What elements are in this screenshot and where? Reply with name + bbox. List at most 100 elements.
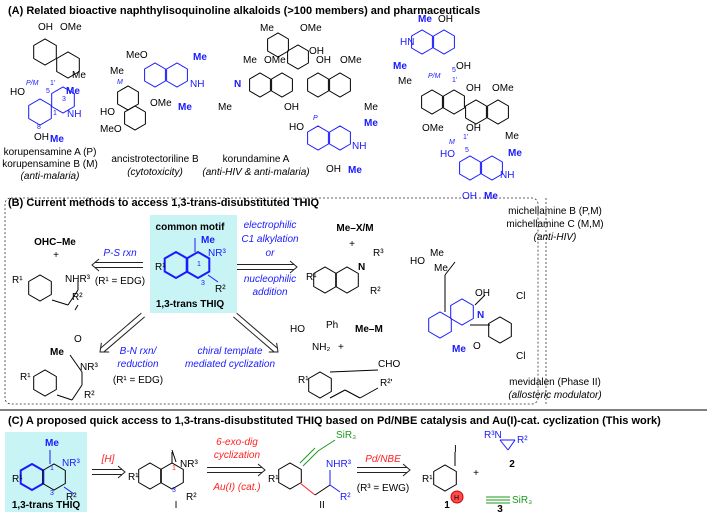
sectionC-intermediate2-atoms-atom-label: SiR₃ [336,430,356,441]
sectionA-ancistrotectoriline-atoms-atom-label: Me [178,102,192,113]
sectionC-title: (C) A proposed quick access to 1,3-trans… [8,415,661,427]
sectionA-korupensamine-atoms-atom-label: 8 [37,124,41,131]
michellamine-naph-b-ring1 [465,99,487,125]
sectionA-mevidalen-atoms-atom-label: HO [410,256,425,267]
michellamine-bottom-thiq-ring [481,155,503,181]
sectionC-sm1-atoms-atom-label: H [454,495,459,502]
sectionA-michellamine-atoms-atom-label: 5 [465,147,469,154]
sectionB-chiral-atoms-atom-label: R²' [380,378,393,389]
cyclization-arrow [207,463,266,477]
sectionA-korupensamine-atoms-atom-label: 1 [53,110,57,117]
sectionA-mevidalen-atoms-atom-label: Me [430,248,444,259]
sectionC-thiq-atoms-atom-label: R¹ [12,474,23,485]
sectionA-mevidalen-name: mevidalen (Phase II) [509,377,601,388]
sectionA-korundamine-activity: (anti-HIV & anti-malaria) [202,167,309,178]
sectionA-korundamine-atoms-atom-label: HO [289,122,304,133]
ps-arrow-head [91,258,100,272]
sectionC-thiq-label: 1,3-trans THIQ [12,500,81,511]
sectionB-chiral-line2: mediated cyclization [185,359,275,370]
sectionA-ancistrotectoriline-activity: (cytotoxicity) [127,167,183,178]
bond [71,384,83,401]
sectionC-step2-line1: 6-exo-dig [216,437,258,448]
sectionB-electrophilic-atoms-atom-label: R² [370,286,381,297]
sectionB-motif-atoms-atom-label: 3 [201,280,205,287]
michellamine-top-thiq-ring [411,29,433,55]
bond [329,369,379,373]
sectionA-michellamine-atoms-atom-label: Me [398,76,412,87]
sectionC-sm2-label: 2 [509,459,515,470]
sectionA-korundamine-atoms-atom-label: NH [352,141,366,152]
sectionA-korupensamine-atoms-atom-label: 5 [46,88,50,95]
sectionB-ps-atoms-atom-label: NHR³ [65,274,91,285]
sectionA-michellamine-atoms-atom-label: OMe [492,83,514,94]
sectionA-korupensamine-name_a: korupensamine A (P) [4,147,97,158]
sectionA-michellamine-atoms-atom-label: OH [456,61,471,72]
bond [507,439,516,451]
sectionB-electrophilic-atoms-atom-label: R³ [373,248,384,259]
bond [329,484,341,493]
sectionB-chiral-atoms-atom-label: NH₂ [312,342,330,353]
sectionC-sm2-atoms-atom-label: R² [517,435,528,446]
sectionC-thiq-atoms-atom-label: Me [45,438,59,449]
reduction-arrow-head [117,465,126,479]
ps-arrow [91,258,143,272]
sectionA-ancistrotectoriline-atoms-atom-label: MeO [100,124,122,135]
bn-arrow-line [100,312,142,349]
sectionA-korundamine-atoms-atom-label: Me [348,165,362,176]
chiral-substrate-ring [308,371,332,399]
sectionA-michellamine-atoms-atom-label: M [449,139,455,146]
bonds-layer [49,238,516,504]
sectionB-motif-atoms-atom-label: NR³ [208,248,226,259]
korundamine-left-ring-b [271,72,293,98]
sectionB-electrophilic-atoms-atom-label: N [358,262,365,273]
sectionA-korupensamine-atoms-atom-label: NH [67,109,81,120]
sectionC-step3-line1: Pd/NBE [365,454,401,465]
cyclization-arrow-head [257,463,266,477]
sectionB-ps-plus: + [53,250,59,261]
sectionA-mevidalen-atoms-atom-label: Cl [516,291,525,302]
bond [299,482,316,496]
bond [444,261,456,276]
bond [359,387,379,399]
sectionB-bn-atoms-atom-label: R² [84,390,95,401]
sectionA-korundamine-atoms-atom-label: OMe [300,23,322,34]
thiq-target-box [5,432,87,512]
sectionB-electrophilic-line5: addition [252,287,287,298]
sectionC-intermediate1-atoms-atom-label: 3 [172,487,176,494]
sectionB-electrophilic-line4: nucleophilic [244,274,296,285]
sm1-aryl-ring [433,464,457,492]
bond [314,484,331,496]
sectionA-korundamine-atoms-atom-label: Me [260,23,274,34]
sectionA-korupensamine-atoms-atom-label: 1' [50,80,55,87]
sectionA-korupensamine-activity: (anti-malaria) [21,171,80,182]
chiral-template-arrow-head [268,342,279,353]
sectionA-michellamine-atoms-atom-label: Me [418,14,432,25]
sectionA-korupensamine-name_b: korupensamine B (M) [2,159,98,170]
sectionA-ancistrotectoriline-atoms-atom-label: MeO [126,50,148,61]
bond [67,289,79,306]
sectionB-chiral-atoms-atom-label: Ph [326,320,338,331]
ancistro-piperidine-ring [166,62,188,88]
int1-aryl-ring [138,462,162,490]
sectionB-electrophilic-plus: + [349,239,355,250]
bn-substrate-ring [33,369,57,397]
michellamine-bottom-aryl [459,155,481,181]
bn-arrow [99,312,145,353]
sectionB-chiral-atoms-atom-label: CHO [378,359,400,370]
pdnbe-arrow-head [402,463,411,477]
korupensamine-piperidine-ring [51,86,75,114]
sectionC-thiq-atoms-atom-label: 3 [50,490,54,497]
ancistro-aryl-ring [144,62,166,88]
sectionA-korundamine-atoms-atom-label: OH [309,46,324,57]
bond [499,439,509,451]
sectionB-electrophilic-atoms-atom-label: R¹ [306,272,317,283]
korupensamine-aryl-ring [28,98,52,126]
sectionA-michellamine-atoms-atom-label: Me [508,148,522,159]
sectionC-step1-label: [H] [101,454,115,465]
sectionA-korundamine-atoms-atom-label: P [313,115,318,122]
korundamine-top-ring-a [267,32,289,58]
sectionA-michellamine-atoms-atom-label: OMe [422,123,444,134]
bond [63,486,75,495]
sectionA-michellamine-atoms-atom-label: Me [484,191,498,202]
